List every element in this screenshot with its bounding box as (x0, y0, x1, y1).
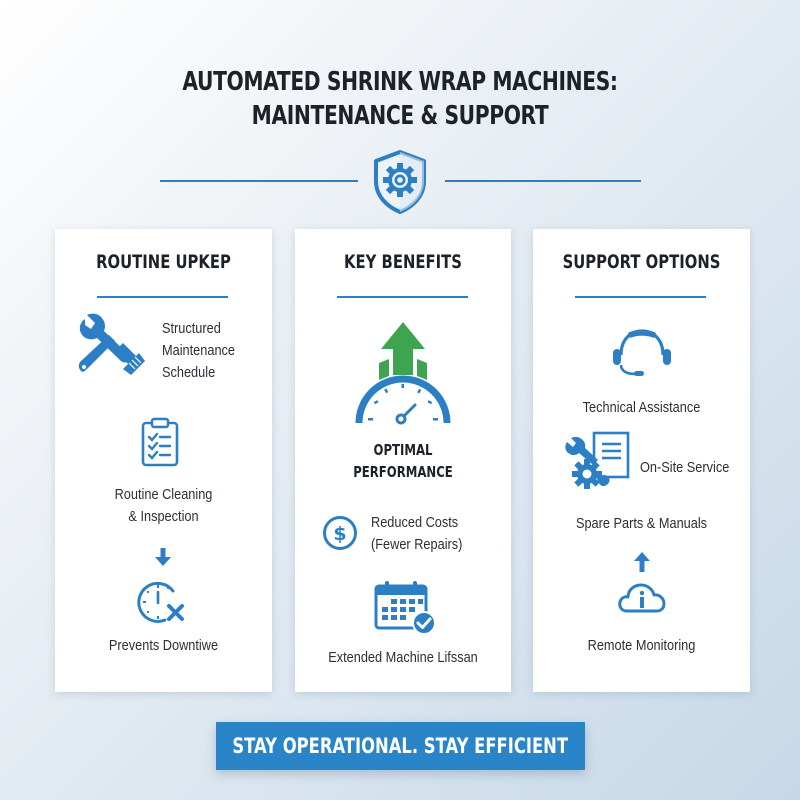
item-label-line: Structured (162, 320, 221, 337)
item-label-line: Schedule (162, 364, 216, 381)
item-label: OPTIMAL PERFORMANCE (319, 439, 487, 483)
item-label: Technical Assistance (582, 399, 701, 416)
item-label-line: Routine Cleaning (114, 486, 213, 503)
card-title: ROUTINE UPKEP (96, 251, 231, 273)
cloud-info-icon (618, 583, 666, 613)
svg-text:$: $ (333, 523, 346, 545)
card-routine-upkeep: ROUTINE UPKEP Structured Maintenance Sch… (55, 229, 272, 692)
item-label-line: PERFORMANCE (353, 463, 453, 481)
card-key-benefits: KEY BENEFITS OPTIMAL PERFORMANCE $ Reduc… (295, 229, 511, 692)
item-label-line: Maintenance (162, 342, 236, 359)
shield-gear-icon (374, 150, 426, 214)
card-title: SUPPORT OPTIONS (562, 251, 721, 273)
headset-icon (613, 329, 671, 376)
tagline-text: STAY OPERATIONAL. STAY EFFICIENT (232, 734, 569, 758)
wrench-brush-icon (78, 313, 145, 375)
item-label: Routine Cleaning & Inspection (71, 484, 255, 528)
card-divider (97, 296, 228, 298)
arrow-up-icon (634, 552, 650, 572)
item-label-line: & Inspection (128, 508, 199, 525)
item-label: Remote Monitoring (587, 637, 696, 654)
calendar-check-icon (374, 581, 436, 635)
item-label: Extended Machine Lifssan (328, 649, 478, 666)
arrow-up-gauge-icon (355, 322, 451, 425)
header-divider-left (160, 180, 358, 182)
card-divider (337, 296, 468, 298)
item-label: On-Site Service (640, 459, 730, 476)
arrow-down-icon (155, 548, 171, 566)
dollar-circle-icon: $ (323, 516, 357, 550)
item-label-line: OPTIMAL (373, 441, 433, 459)
page-title-line-1: AUTOMATED SHRINK WRAP MACHINES: (182, 67, 618, 97)
card-title: KEY BENEFITS (344, 251, 462, 273)
tagline-banner: STAY OPERATIONAL. STAY EFFICIENT (216, 722, 585, 770)
clipboard-checklist-icon (141, 417, 179, 467)
wrench-gear-document-icon (565, 431, 630, 489)
item-label: Spare Parts & Manuals (575, 515, 708, 532)
card-divider (575, 296, 706, 298)
item-label: Prevents Downtiwe (108, 637, 219, 654)
item-label-line: (Fewer Repairs) (371, 536, 463, 553)
page-title: AUTOMATED SHRINK WRAP MACHINES: MAINTENA… (88, 65, 712, 133)
clock-x-icon (137, 581, 184, 623)
card-support-options: SUPPORT OPTIONS Technical Assistance (533, 229, 750, 692)
item-label: Reduced Costs (Fewer Repairs) (371, 512, 482, 556)
item-label-line: Reduced Costs (371, 514, 459, 531)
item-label: Structured Maintenance Schedule (162, 318, 256, 384)
header-divider-right (445, 180, 641, 182)
page-title-line-2: MAINTENANCE & SUPPORT (251, 101, 549, 131)
